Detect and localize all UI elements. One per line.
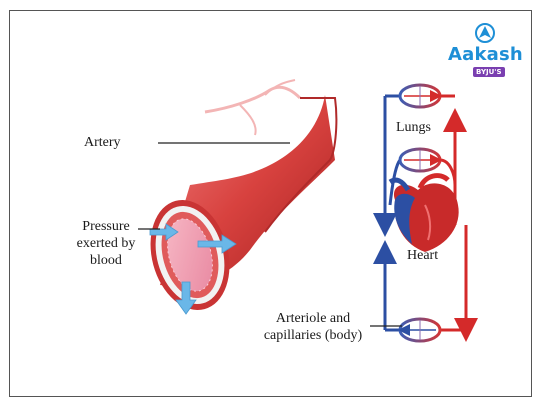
pressure-label: Pressure exerted by blood xyxy=(76,219,136,268)
artery-label: Artery xyxy=(84,135,121,150)
pressure-arrows xyxy=(149,223,237,315)
heart-illustration xyxy=(388,173,459,252)
lung-capillary-upper xyxy=(398,83,442,109)
heart-label: Heart xyxy=(407,248,439,263)
arteriole-label: Arteriole and capillaries (body) xyxy=(263,311,363,343)
lungs-label: Lungs xyxy=(396,120,431,135)
aakash-logo-icon xyxy=(475,23,495,43)
circulation-diagram xyxy=(373,83,478,343)
lung-capillary-lower xyxy=(398,147,442,173)
artery-illustration xyxy=(150,79,338,310)
aakash-logo-text: Aakash xyxy=(448,44,523,65)
byjus-logo-text: BYJU'S xyxy=(473,67,505,77)
body-capillary xyxy=(398,317,442,343)
